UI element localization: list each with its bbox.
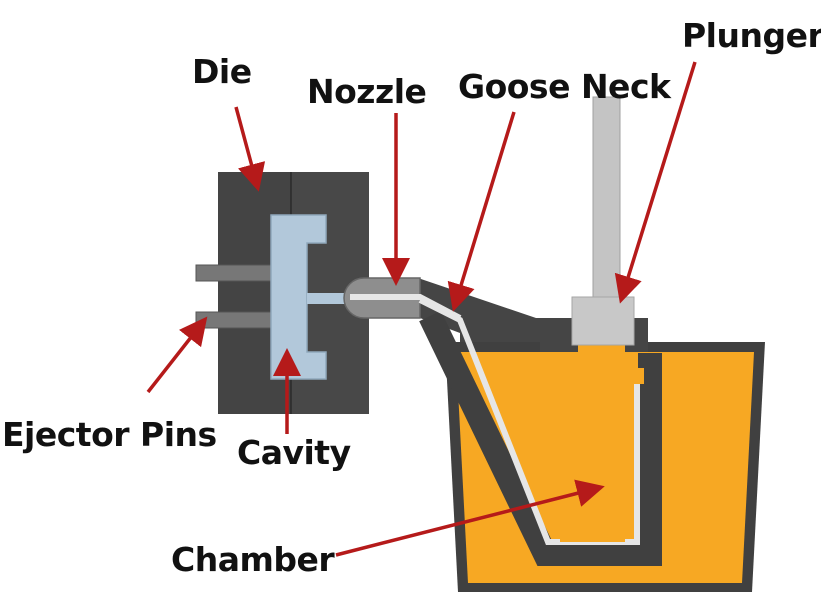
ejector-pin-bottom xyxy=(195,311,272,329)
plunger-head xyxy=(571,296,635,346)
label-die: Die xyxy=(192,52,252,91)
label-plunger: Plunger xyxy=(682,16,821,55)
arrow-chamber xyxy=(335,479,605,557)
label-goose-neck: Goose Neck xyxy=(458,67,671,106)
label-chamber: Chamber xyxy=(171,540,335,579)
plunger-rod xyxy=(592,96,621,298)
label-nozzle: Nozzle xyxy=(307,72,427,111)
ejector-pin-top xyxy=(195,264,272,282)
chamber-port xyxy=(628,368,644,384)
label-ejector-pins: Ejector Pins xyxy=(2,415,217,454)
arrow-goose-neck xyxy=(447,111,516,312)
cavity-shape xyxy=(270,214,327,380)
runner xyxy=(307,293,359,304)
goose-neck-tube xyxy=(419,310,662,566)
label-cavity: Cavity xyxy=(237,433,351,472)
arrow-ejector-pins xyxy=(146,316,208,394)
arrow-plunger xyxy=(614,61,697,304)
arrow-die xyxy=(234,106,266,192)
metal-path xyxy=(350,294,462,321)
